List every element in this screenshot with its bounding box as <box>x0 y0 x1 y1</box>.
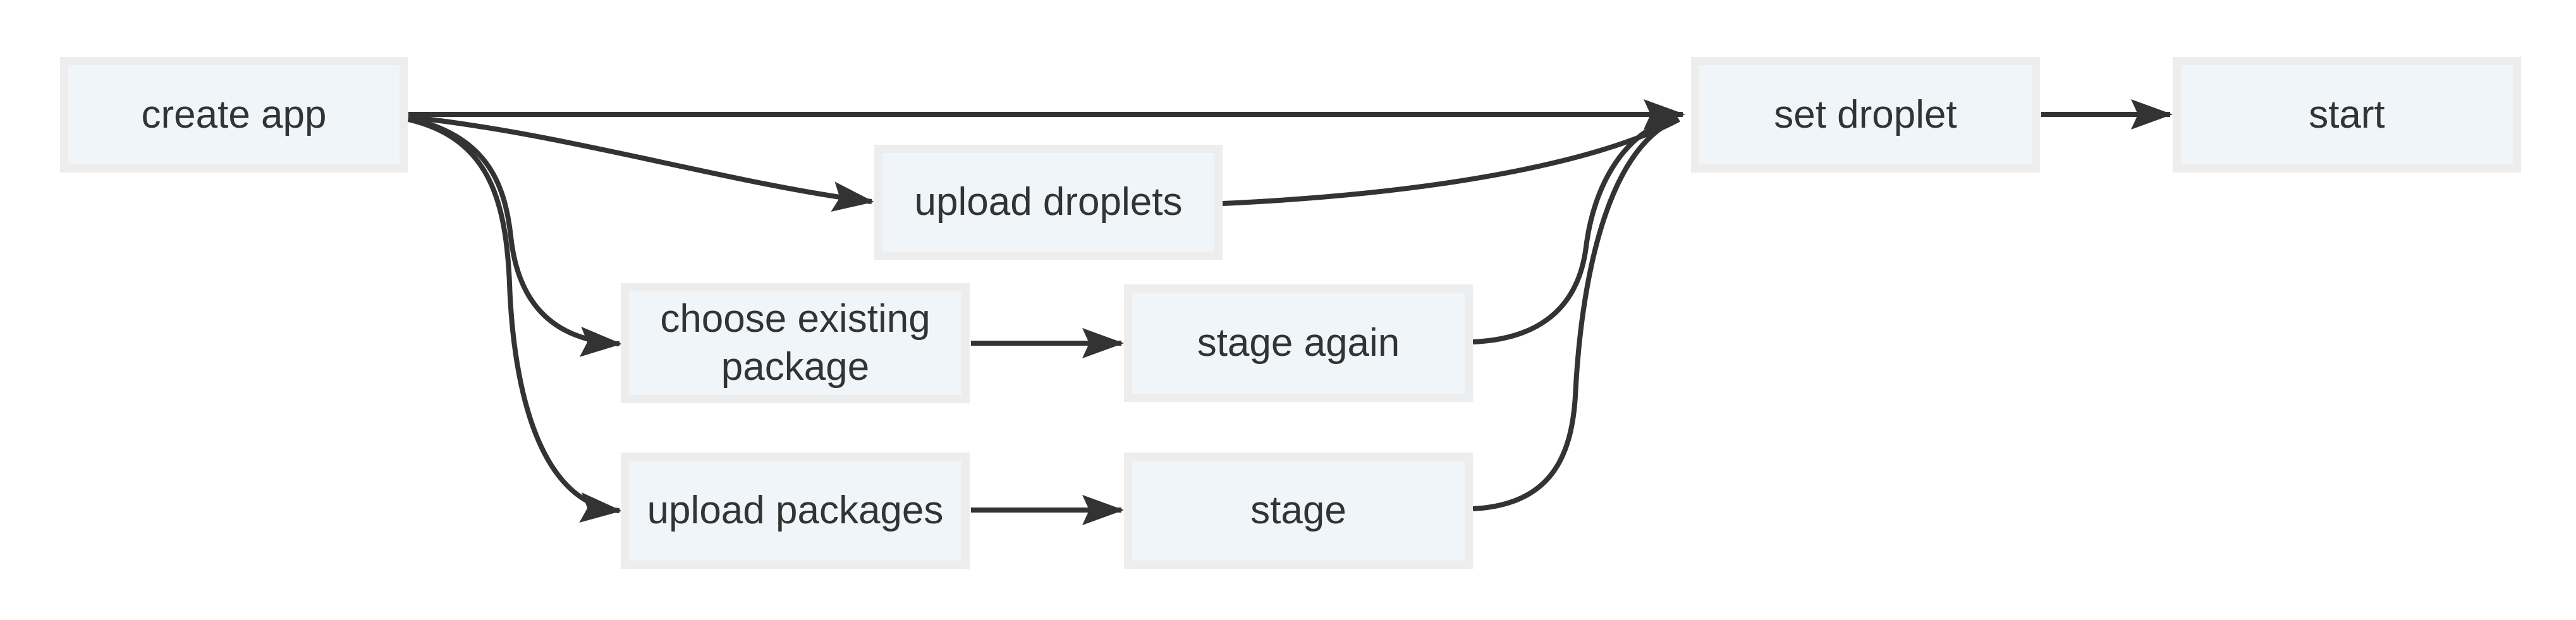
node-upload-packages-label: upload packages <box>647 489 944 533</box>
edge-upload-droplets-to-set-droplet <box>1222 117 1680 206</box>
node-stage-label: stage <box>1250 489 1346 533</box>
edge-create-app-to-upload-packages <box>408 117 622 523</box>
node-upload-droplets-label: upload droplets <box>914 180 1183 224</box>
edge-stage-again-to-set-droplet <box>1472 115 1678 344</box>
node-set-droplet-label: set droplet <box>1774 92 1957 137</box>
node-choose-existing-package: choose existing package <box>621 283 970 403</box>
node-stage-again: stage again <box>1124 284 1473 402</box>
node-choose-existing-package-label: choose existing package <box>660 297 931 389</box>
node-upload-packages: upload packages <box>621 453 970 569</box>
node-start: start <box>2173 57 2521 173</box>
node-upload-droplets: upload droplets <box>874 145 1223 260</box>
edge-create-app-to-upload-droplets <box>408 114 874 212</box>
node-create-app-label: create app <box>141 92 327 137</box>
node-stage-again-label: stage again <box>1197 321 1400 365</box>
node-set-droplet: set droplet <box>1691 57 2040 173</box>
node-stage: stage <box>1124 453 1473 569</box>
edge-create-app-to-choose-existing-package <box>408 116 622 357</box>
node-create-app: create app <box>60 57 408 173</box>
edge-stage-to-set-droplet <box>1472 118 1676 511</box>
node-start-label: start <box>2309 92 2385 137</box>
